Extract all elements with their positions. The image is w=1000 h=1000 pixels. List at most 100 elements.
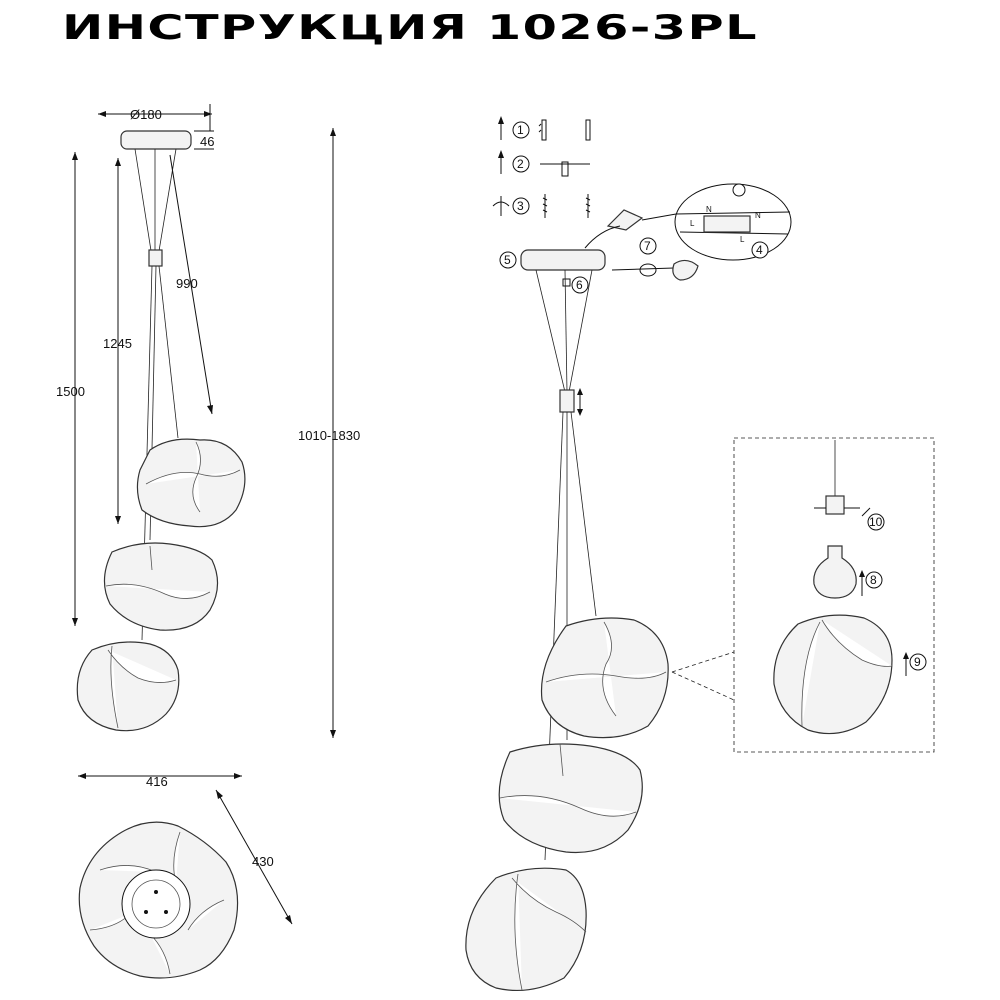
step-marker xyxy=(571,276,589,294)
rotate-arrow xyxy=(639,263,657,277)
step-marker xyxy=(909,653,927,671)
screw-icon xyxy=(861,507,871,517)
step-5-label: 5 xyxy=(504,253,511,267)
arrowhead xyxy=(859,570,865,577)
step-marker xyxy=(512,197,530,215)
canopy xyxy=(120,130,192,150)
cord xyxy=(570,411,597,617)
cord xyxy=(535,269,566,393)
glass-shade xyxy=(76,641,180,732)
assembly-diagram: 1 2 3 N N L L 4 5 xyxy=(465,116,935,992)
arrowhead xyxy=(72,618,78,626)
dim-canopy-height: 46 xyxy=(200,134,214,149)
shade-contour xyxy=(511,873,587,991)
screwdriver-icon xyxy=(672,259,699,281)
dim-line-990 xyxy=(169,154,213,415)
shade-contour xyxy=(105,545,211,599)
step-marker xyxy=(512,121,530,139)
dim-adjustable-height: 1010-1830 xyxy=(298,428,360,443)
cord-hole xyxy=(154,890,158,894)
wire-label-n: N xyxy=(706,205,712,214)
screw-icon xyxy=(585,194,591,218)
step-6-label: 6 xyxy=(576,278,583,292)
glass-shade xyxy=(498,743,643,854)
canopy xyxy=(520,249,606,271)
wire-label-n: N xyxy=(755,211,761,220)
dim-length-full: 1500 xyxy=(56,384,85,399)
arrowhead xyxy=(577,409,583,416)
canopy-inner-ring xyxy=(131,879,181,929)
arrowhead xyxy=(72,152,78,160)
dim-width-diag: 430 xyxy=(252,854,274,869)
step-marker xyxy=(639,237,657,255)
cord-hole xyxy=(144,910,148,914)
step-8-label: 8 xyxy=(870,573,877,587)
wire-label-l: L xyxy=(690,219,695,228)
ground-symbol xyxy=(732,183,746,197)
detail-leader xyxy=(671,671,735,701)
arrowhead xyxy=(115,516,121,524)
cord xyxy=(134,148,153,258)
arrowhead xyxy=(498,116,504,124)
arrowhead xyxy=(330,730,336,738)
shade-contour xyxy=(499,743,637,817)
arrowhead xyxy=(577,388,583,395)
step-marker xyxy=(512,155,530,173)
cord xyxy=(568,269,593,393)
glass-shade xyxy=(465,867,587,992)
leader-line xyxy=(641,213,677,221)
cord xyxy=(157,148,177,258)
wall-plug-icon xyxy=(585,119,591,141)
arrowhead xyxy=(78,773,86,779)
dim-line-430 xyxy=(215,789,293,925)
wire xyxy=(675,211,791,215)
connector-icon xyxy=(606,209,644,231)
cord xyxy=(564,269,568,393)
wire-label-l: L xyxy=(740,235,745,244)
dim-canopy-diameter: Ø180 xyxy=(130,107,162,122)
step-2-label: 2 xyxy=(517,157,524,171)
terminal-block xyxy=(703,215,751,233)
cord xyxy=(158,265,179,439)
shade-contour xyxy=(801,619,893,727)
cord-clamp xyxy=(148,249,163,267)
wall-plug-icon xyxy=(538,119,547,141)
page-title: ИНСТРУКЦИЯ 1026-3PL xyxy=(62,8,758,48)
cord-clamp xyxy=(559,389,575,413)
step-marker xyxy=(751,241,769,259)
step-7-label: 7 xyxy=(644,239,651,253)
lamp-holder xyxy=(825,495,845,515)
step-marker xyxy=(865,571,883,589)
light-bulb xyxy=(813,545,857,599)
cable-grip-icon xyxy=(562,278,571,287)
arrowhead xyxy=(98,111,106,117)
shade-contour xyxy=(145,441,241,513)
glass-shade xyxy=(136,438,246,528)
arrowhead xyxy=(903,652,909,659)
shade-contour xyxy=(545,621,667,717)
detail-box xyxy=(733,437,935,753)
step-1-label: 1 xyxy=(517,123,524,137)
dim-width-top: 416 xyxy=(146,774,168,789)
bracket-stud xyxy=(561,161,569,177)
arrowhead xyxy=(207,405,213,414)
cord-hole xyxy=(164,910,168,914)
arrowhead xyxy=(216,790,223,799)
detail-leader xyxy=(671,651,735,673)
arrowhead xyxy=(115,158,121,166)
arrowhead xyxy=(285,915,292,924)
arrowhead xyxy=(498,150,504,158)
step-9-label: 9 xyxy=(914,655,921,669)
screw-line xyxy=(611,267,675,271)
arrowhead xyxy=(234,773,242,779)
arrowhead xyxy=(330,128,336,136)
shade-contour xyxy=(107,645,177,729)
dim-rod-length: 990 xyxy=(176,276,198,291)
glass-shade xyxy=(103,542,219,631)
step-10-label: 10 xyxy=(869,515,883,529)
arrowhead xyxy=(204,111,212,117)
wire xyxy=(679,231,789,235)
step-4-label: 4 xyxy=(756,243,763,257)
dim-length-mid: 1245 xyxy=(103,336,132,351)
